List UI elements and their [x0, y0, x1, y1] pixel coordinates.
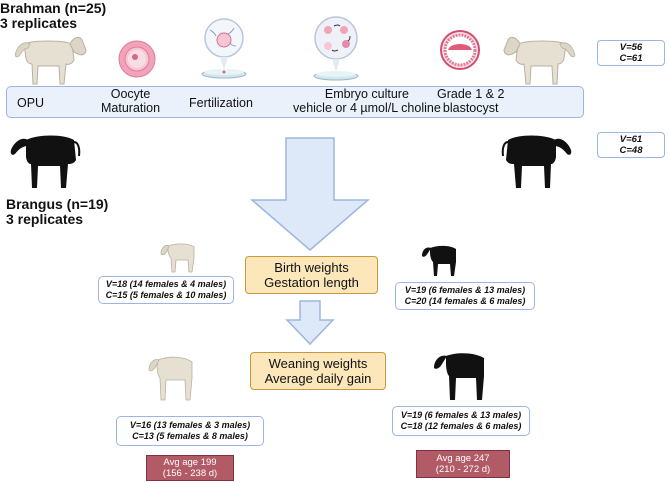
fertilization-dish-icon	[201, 18, 247, 79]
oocyte-icon	[118, 40, 156, 78]
brangus-embryo-counts: V=61 C=48	[597, 132, 665, 158]
ivf-steps-bar: OPU Oocyte Maturation Fertilization Embr…	[6, 86, 584, 118]
brangus-calf-icon	[434, 353, 484, 400]
embryo-culture-icon	[313, 16, 359, 81]
brangus-title: Brangus (n=19) 3 replicates	[6, 196, 109, 227]
step-fertilization: Fertilization	[189, 96, 253, 110]
step-blastocyst: Grade 1 & 2 blastocyst	[437, 87, 505, 115]
brahman-cow-icon	[14, 36, 87, 85]
down-arrow-icon	[285, 300, 335, 346]
brangus-weaning-groups: V=19 (6 females & 13 males) C=18 (12 fem…	[392, 406, 530, 436]
brahman-birth-groups: V=18 (14 females & 4 males) C=15 (5 fema…	[98, 276, 234, 304]
weaning-measures-box: Weaning weights Average daily gain	[250, 352, 386, 390]
brahman-embryo-counts: V=56 C=61	[597, 40, 665, 66]
brangus-birth-groups: V=19 (6 females & 13 males) C=20 (14 fem…	[395, 282, 535, 310]
step-embryo-culture: Embryo culture vehicle or 4 µmol/L choli…	[293, 87, 441, 115]
brahman-cow-icon	[503, 36, 576, 85]
brahman-weaning-groups: V=16 (13 females & 3 males) C=13 (5 fema…	[116, 416, 264, 446]
birth-measures-box: Birth weights Gestation length	[245, 256, 378, 294]
step-opu: OPU	[17, 96, 45, 110]
brangus-weaning-age: Avg age 247 (210 - 272 d)	[416, 450, 510, 478]
step-oocyte-maturation: Oocyte Maturation	[101, 87, 161, 115]
brahman-title: Brahman (n=25) 3 replicates	[0, 0, 107, 31]
down-arrow-icon	[249, 137, 371, 251]
brangus-calf-icon	[422, 245, 456, 276]
brangus-cow-icon	[501, 135, 572, 188]
brangus-cow-icon	[10, 135, 81, 188]
blastocyst-icon	[440, 30, 480, 70]
brahman-weaning-age: Avg age 199 (156 - 238 d)	[146, 455, 234, 481]
brahman-calf-icon	[160, 243, 195, 273]
brahman-calf-icon	[148, 356, 193, 401]
